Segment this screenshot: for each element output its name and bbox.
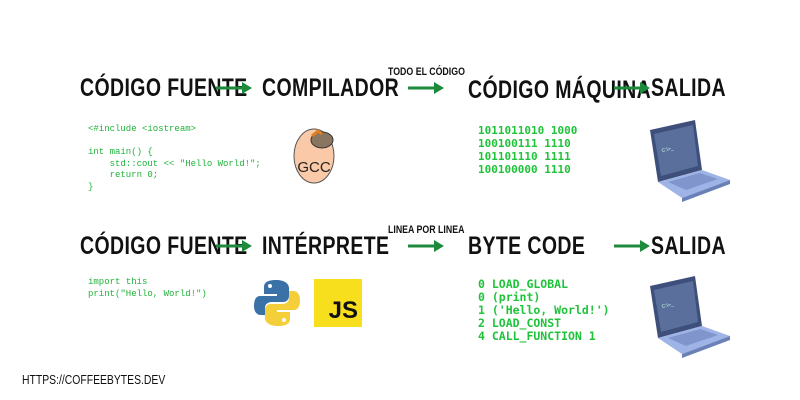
line-by-line-note: LINEA POR LINEA [388, 224, 465, 236]
python-code: import this print("Hello, World!") [88, 277, 207, 299]
arrow-icon [216, 238, 254, 254]
arrow-icon [614, 238, 652, 254]
arrow-icon [216, 80, 254, 96]
compiler-heading: COMPILADOR [262, 74, 400, 102]
arrow-icon [408, 80, 446, 96]
laptop-icon [650, 120, 730, 202]
binary-code: 1011011010 1000 100100111 1110 101101110… [478, 124, 578, 176]
output-heading: SALIDA [651, 74, 726, 102]
javascript-logo-icon: JS [314, 279, 362, 327]
cpp-code: <#include <iostream> int main() { std::c… [88, 124, 261, 192]
bytecode-heading: BYTE CODE [468, 232, 586, 260]
output-heading-2: SALIDA [651, 232, 726, 260]
python-logo-icon [254, 280, 300, 326]
arrow-icon [614, 80, 652, 96]
svg-text:GCC: GCC [297, 159, 331, 176]
laptop-icon [650, 276, 730, 358]
arrow-icon [408, 238, 446, 254]
all-code-note: TODO EL CÓDIGO [388, 66, 465, 78]
gcc-logo-icon: GCC [293, 128, 335, 184]
bytecode-listing: 0 LOAD_GLOBAL 0 (print) 1 ('Hello, World… [478, 277, 610, 343]
interpreter-heading: INTÉRPRETE [262, 232, 390, 260]
machine-code-heading: CÓDIGO MÁQUINA [468, 76, 652, 104]
footer-url: HTTPS://COFFEEBYTES.DEV [22, 372, 166, 387]
